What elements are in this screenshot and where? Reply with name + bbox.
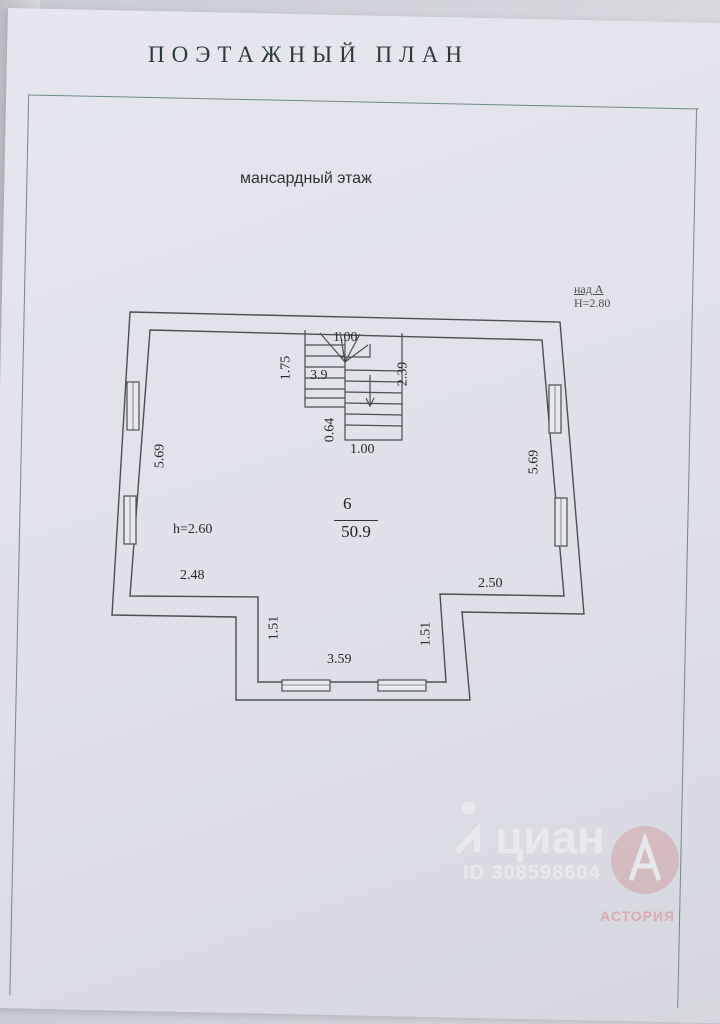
room-height: h=2.60: [173, 522, 213, 537]
dim-wall-right: 5.69: [526, 449, 542, 475]
dim-stair-right: 2.39: [395, 361, 411, 387]
floor-plan: [111, 311, 585, 701]
dim-bottom-right: 2.50: [478, 576, 503, 591]
dim-bay-left: 1.51: [266, 615, 282, 641]
watermark-logo-icon: [455, 801, 679, 894]
dim-stair-mark: 3.9: [310, 368, 328, 383]
watermark-id: ID 308598604: [463, 862, 601, 884]
dim-stair-bottom: 1.00: [350, 442, 375, 457]
staircase: [304, 330, 403, 441]
dim-stair-gap: 0.64: [322, 417, 338, 443]
dim-bottom-left: 2.48: [180, 568, 205, 583]
window-bottom-left: [281, 679, 331, 692]
room-area: 50.9: [334, 520, 378, 542]
dim-wall-left: 5.69: [152, 443, 168, 469]
dim-stair-top: 1.00: [333, 330, 358, 345]
dim-bay-width: 3.59: [327, 652, 352, 667]
document-title: ПОЭТАЖНЫЙ ПЛАН: [148, 42, 469, 67]
dim-bay-right: 1.51: [418, 621, 434, 647]
elevation-line-2: H=2.80: [574, 296, 611, 310]
watermark-agency: АСТОРИЯ: [600, 908, 676, 924]
elevation-note: над А H=2.80: [574, 282, 610, 310]
elevation-line-1: над А: [574, 282, 604, 296]
watermark-brand: циан: [495, 811, 605, 863]
room-number: 6: [343, 494, 352, 513]
window-bottom-right: [377, 679, 427, 692]
floor-name: мансардный этаж: [240, 170, 372, 187]
dim-stair-left: 1.75: [278, 355, 294, 381]
watermark: циан ID 308598604 АСТОРИЯ: [455, 790, 695, 950]
outer-wall: [111, 311, 585, 701]
